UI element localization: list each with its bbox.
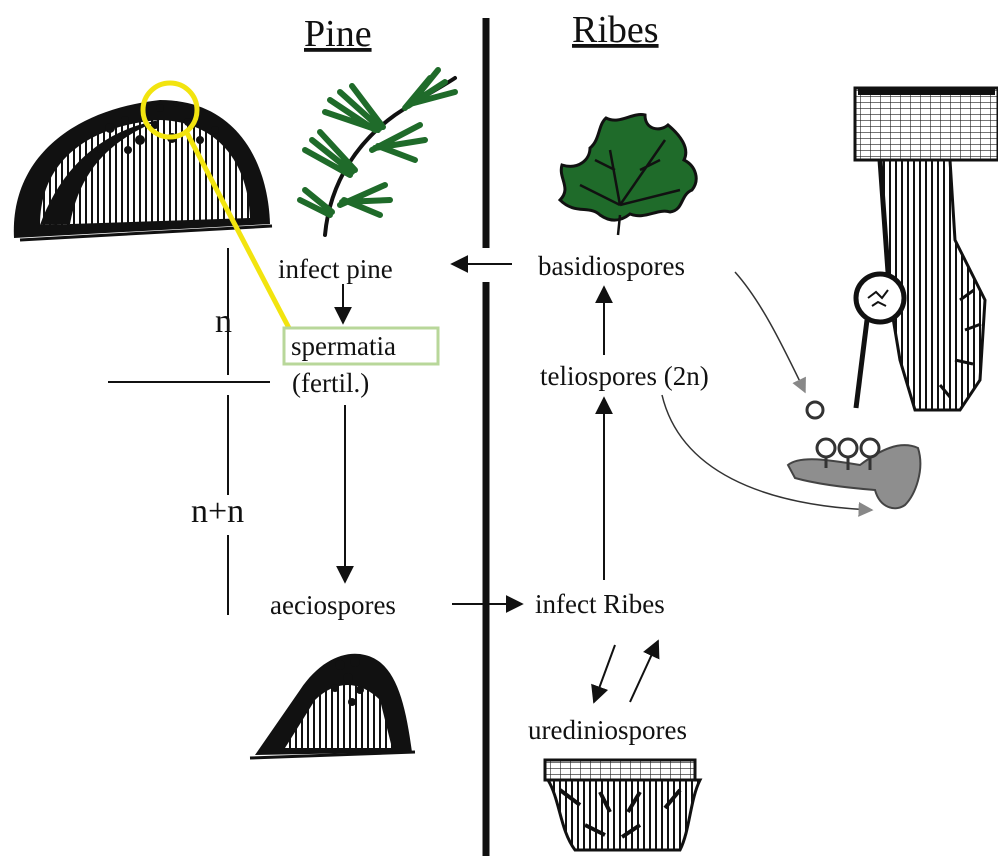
- uredinium-illustration: [545, 760, 700, 850]
- arrow-infect-ribes-to-urediniospores: [594, 645, 615, 702]
- basidium-illustration: [788, 402, 920, 508]
- stage-aeciospores: aeciospores: [270, 590, 396, 620]
- stage-fertilization: (fertil.): [292, 368, 369, 398]
- heading-ribes: Ribes: [572, 9, 659, 51]
- aecium-illustration: [250, 654, 415, 758]
- heading-pine: Pine: [304, 13, 372, 55]
- ploidy-nn-label: n+n: [191, 493, 244, 530]
- ploidy-n-label: n: [215, 303, 232, 340]
- arrow-urediniospores-to-infect-ribes: [630, 641, 658, 702]
- stage-basidiospores: basidiospores: [538, 251, 685, 281]
- pine-needle-icon: [300, 70, 455, 235]
- arrow-basidiospores-to-basidium: [735, 272, 805, 392]
- stage-spermatia: spermatia: [291, 331, 396, 361]
- stage-infect-pine: infect pine: [278, 254, 393, 284]
- stage-urediniospores: urediniospores: [528, 715, 687, 745]
- stage-infect-ribes: infect Ribes: [535, 589, 665, 619]
- ribes-leaf-icon: [560, 115, 696, 235]
- stage-teliospores: teliospores (2n): [540, 361, 709, 391]
- telia-column-illustration: [855, 88, 998, 410]
